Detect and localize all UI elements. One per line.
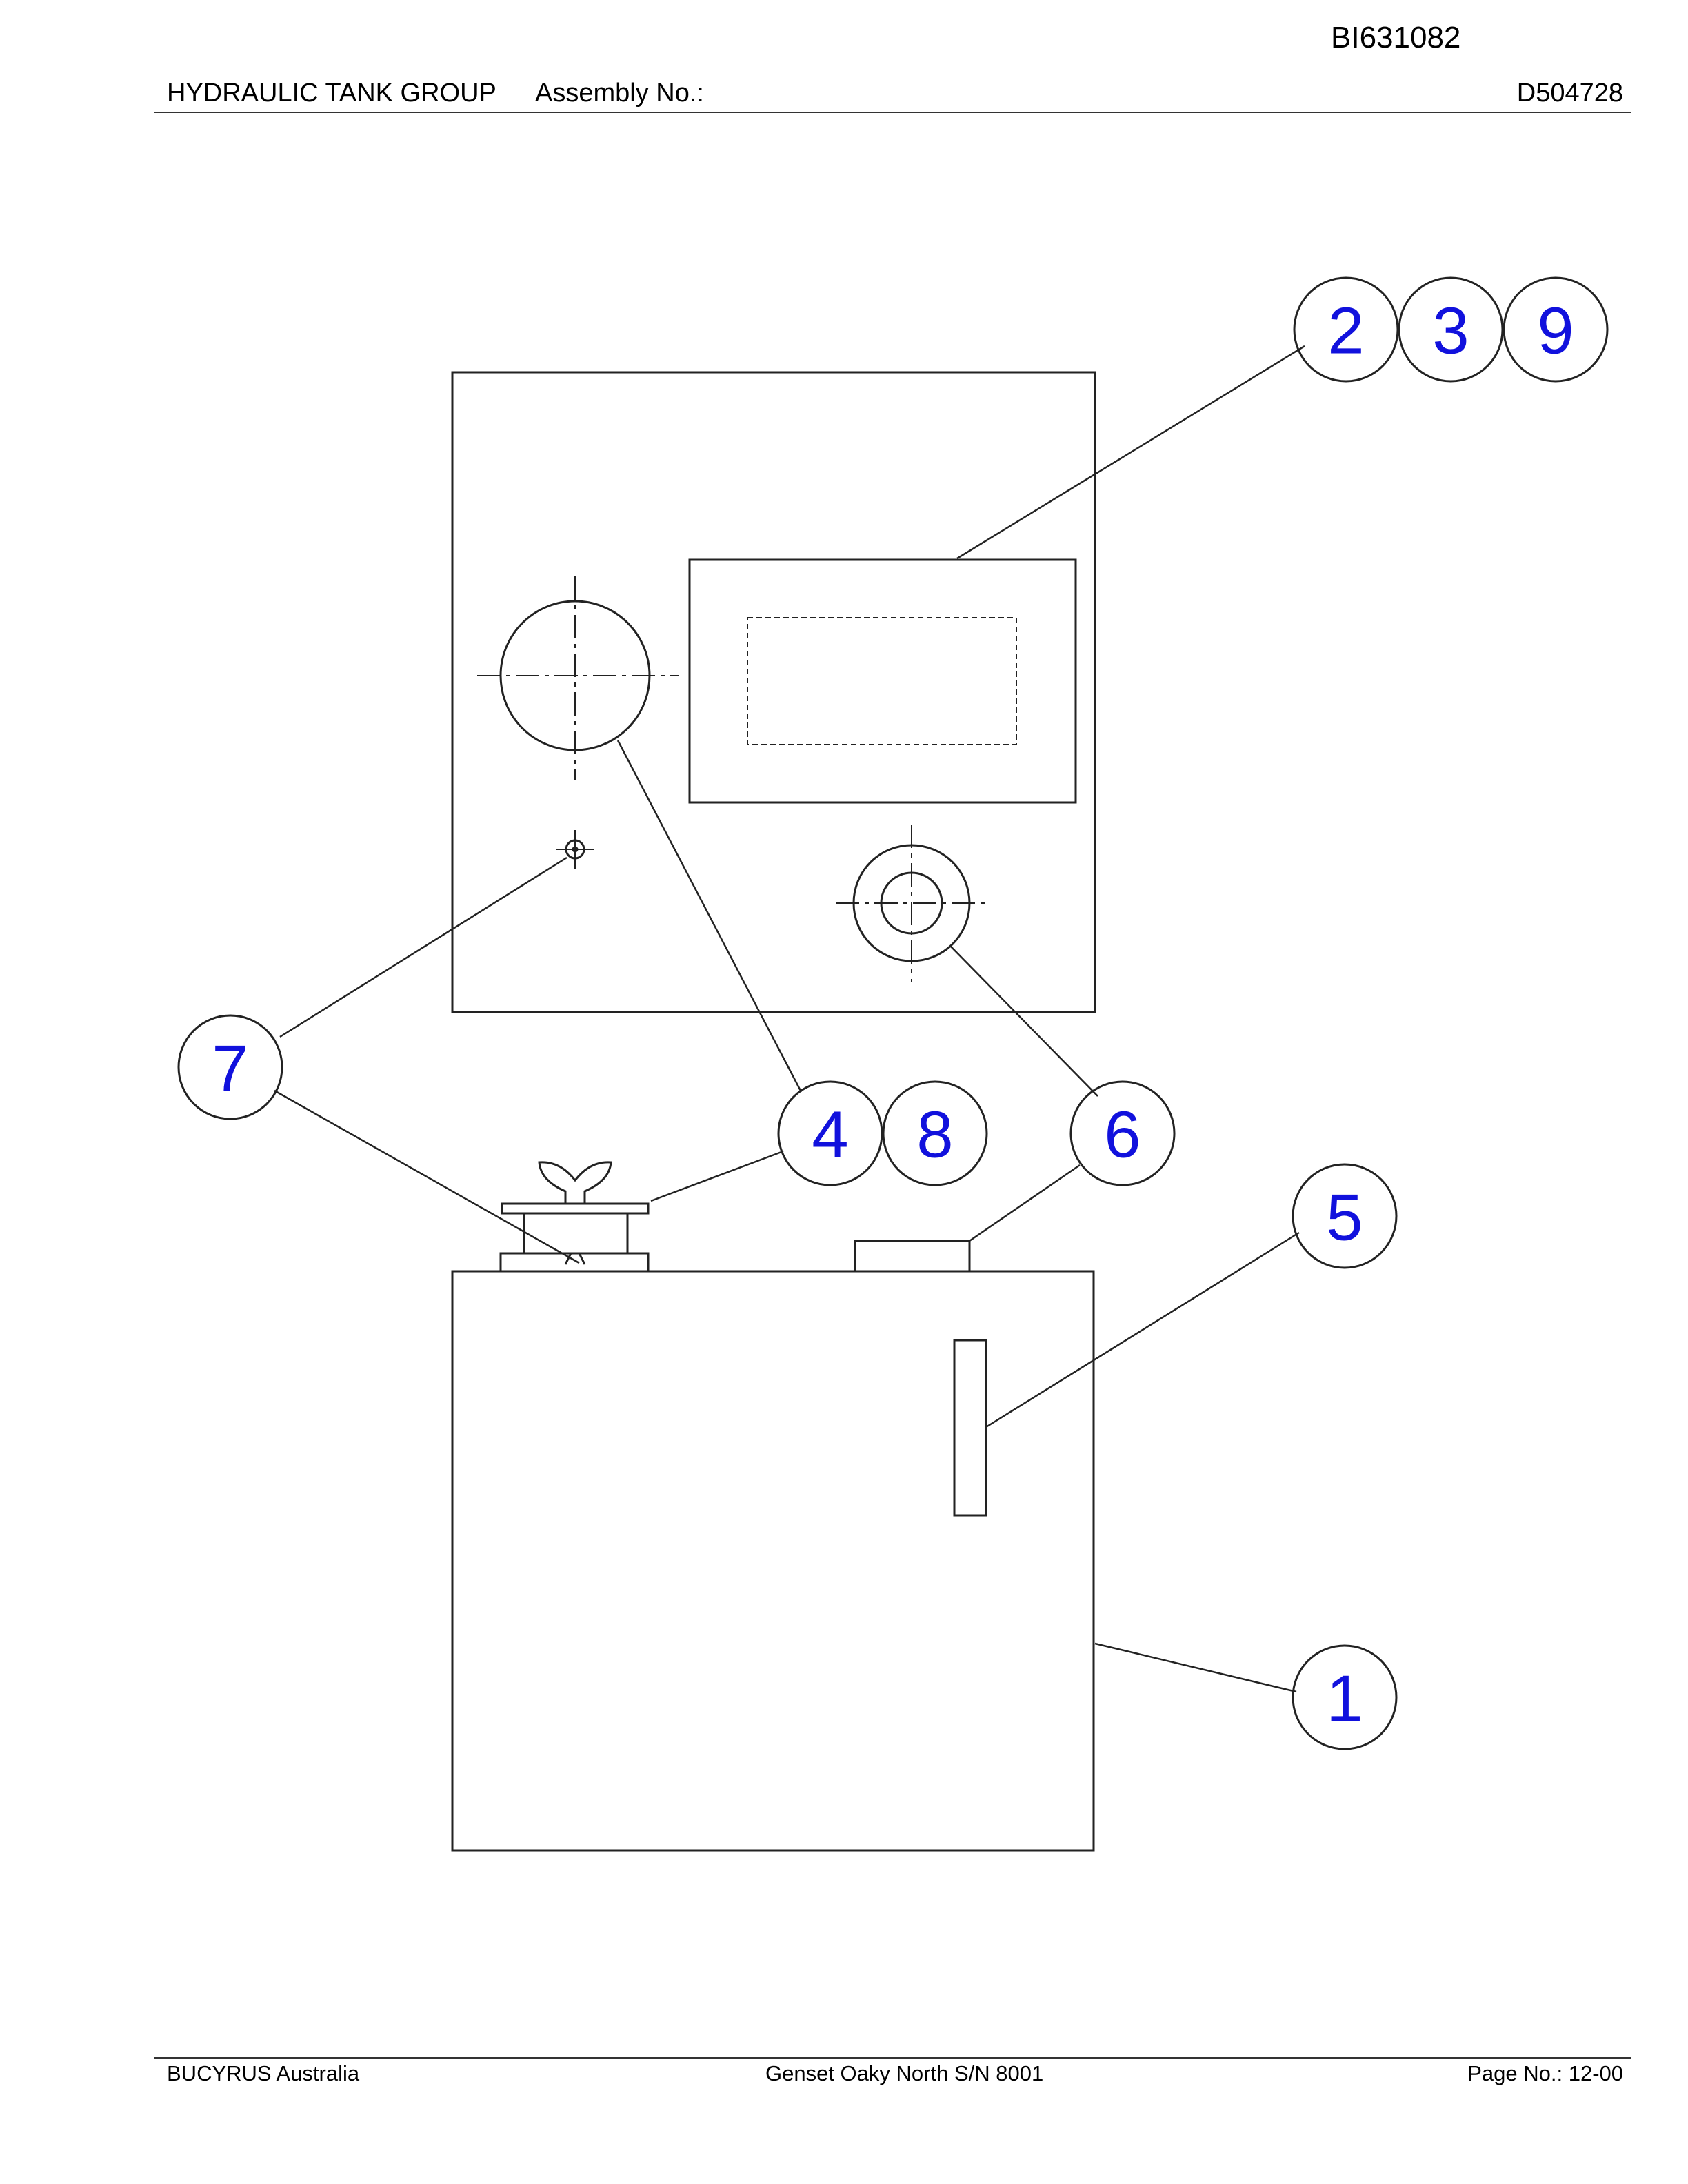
assembly-label: Assembly No.: xyxy=(535,79,704,108)
header-rule xyxy=(154,112,1631,113)
callout-1: 1 xyxy=(1326,1662,1363,1736)
filter-housing xyxy=(688,558,1077,804)
filler-wing-nut xyxy=(538,1161,612,1205)
footer-project: Genset Oaky North S/N 8001 xyxy=(765,2061,1044,2085)
callout-3: 3 xyxy=(1432,294,1469,368)
footer-rule xyxy=(154,2057,1631,2059)
assembly-number: D504728 xyxy=(1516,79,1623,108)
sight-gauge xyxy=(953,1339,987,1517)
footer-company: BUCYRUS Australia xyxy=(167,2061,360,2085)
filler-body xyxy=(523,1212,629,1255)
callout-5: 5 xyxy=(1326,1181,1363,1255)
callout-9: 9 xyxy=(1537,294,1574,368)
return-fitting xyxy=(854,1240,971,1273)
callout-6: 6 xyxy=(1104,1098,1141,1172)
filter-element-dashed xyxy=(747,617,1017,745)
filler-cap-plate xyxy=(501,1202,650,1215)
tank-body xyxy=(451,1270,1095,1852)
footer-page-number: Page No.: 12-00 xyxy=(1467,2061,1623,2085)
callout-7: 7 xyxy=(212,1032,248,1106)
top-view-outline xyxy=(451,371,1096,1013)
callout-2: 2 xyxy=(1327,294,1364,368)
filler-base xyxy=(499,1252,650,1273)
drawing-title: HYDRAULIC TANK GROUP xyxy=(167,79,496,108)
document-id: BI631082 xyxy=(1331,21,1461,54)
callout-4: 4 xyxy=(812,1098,848,1172)
callout-8: 8 xyxy=(916,1098,953,1172)
